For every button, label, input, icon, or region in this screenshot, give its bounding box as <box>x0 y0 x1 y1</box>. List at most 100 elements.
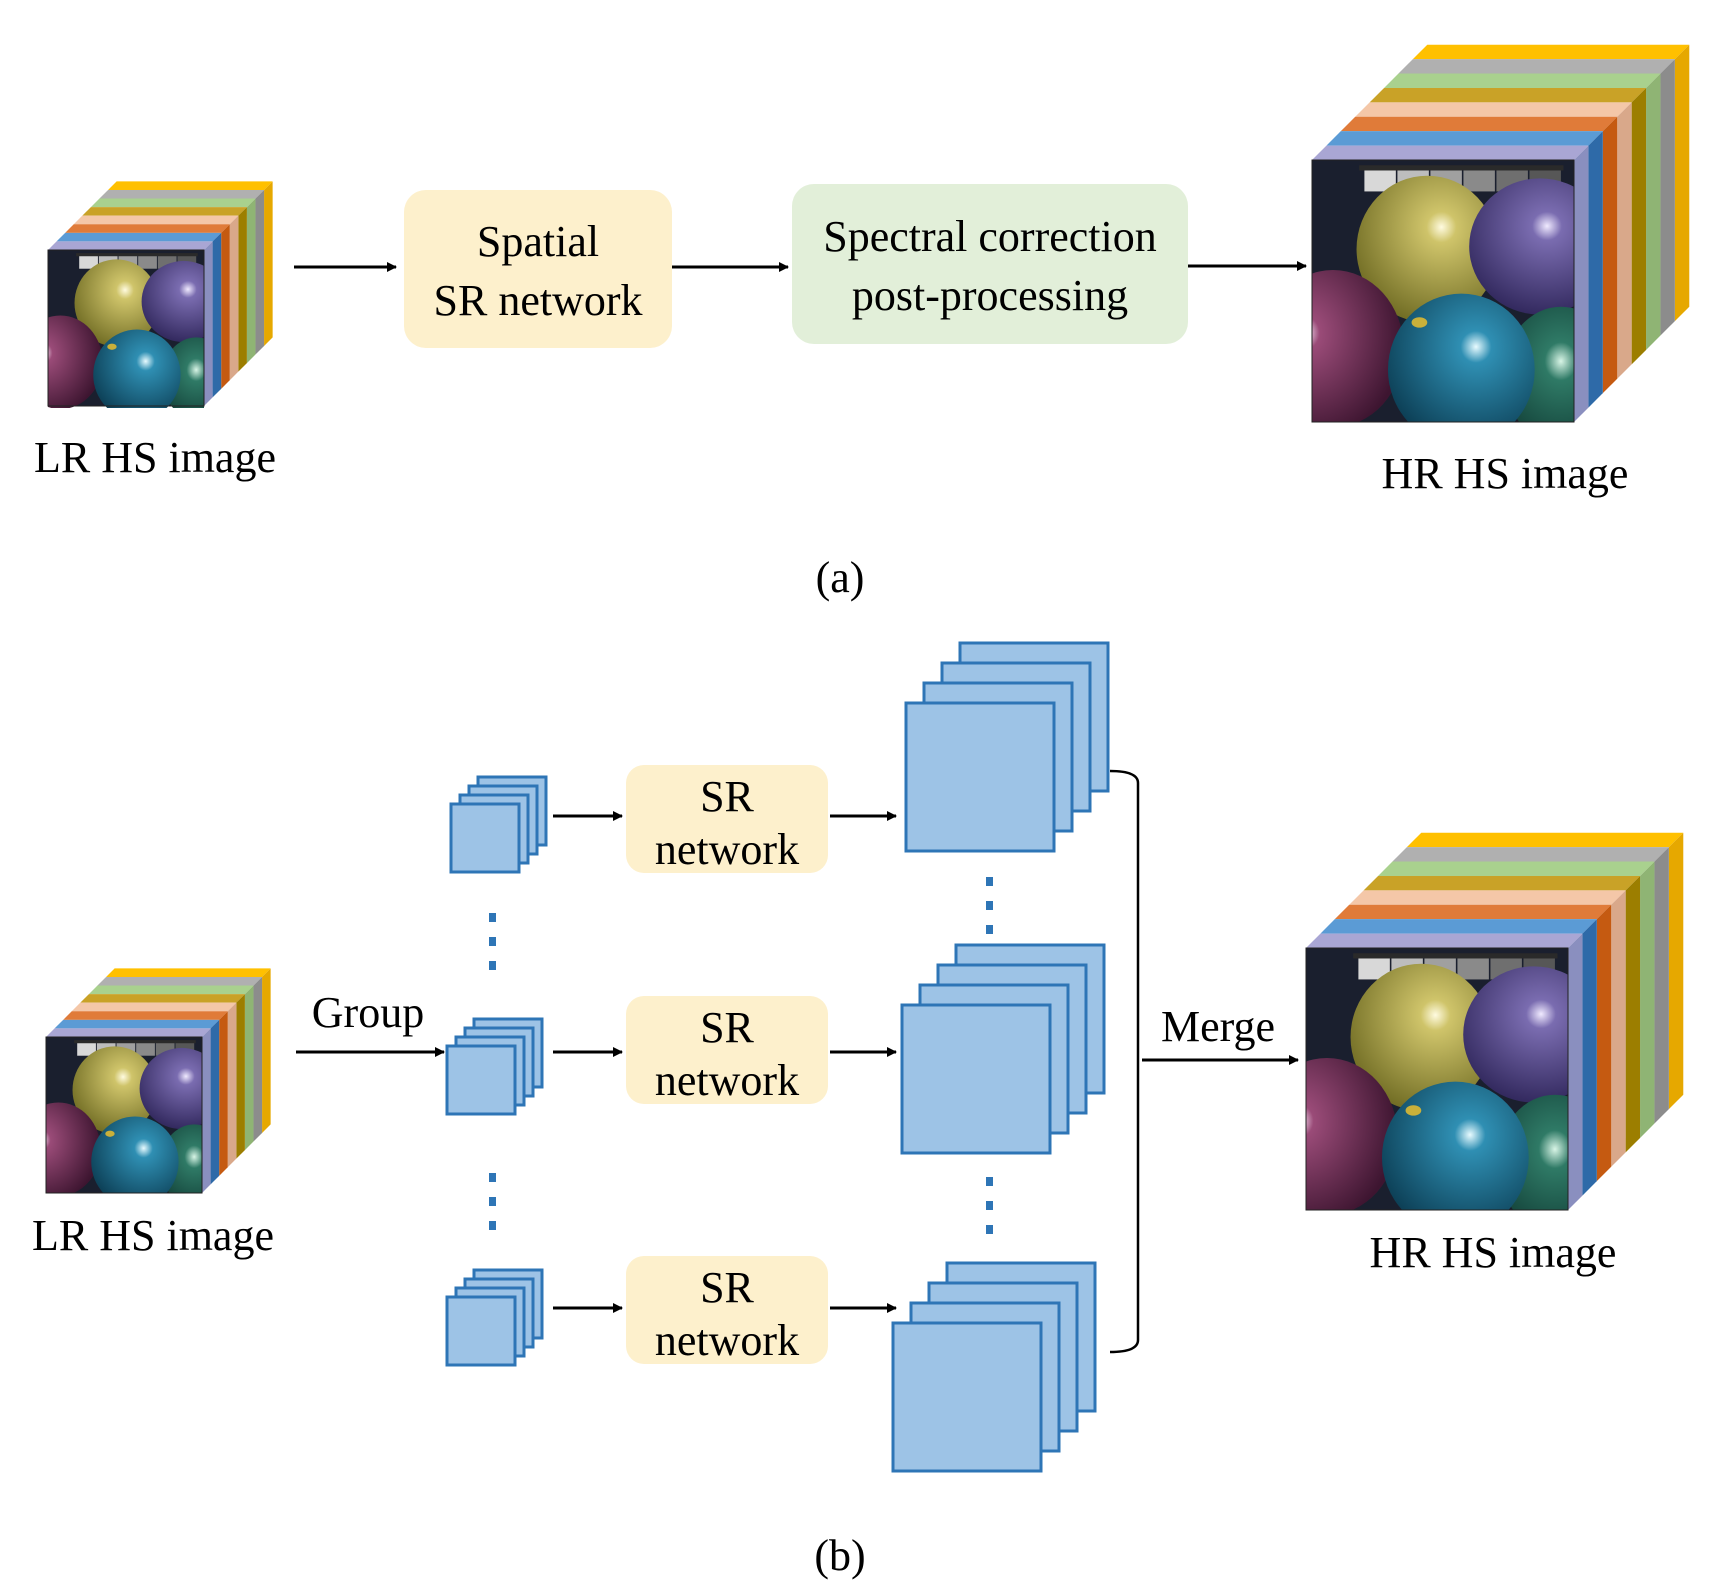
cube-side-band <box>227 1002 237 1168</box>
cube-top-band <box>1406 832 1684 848</box>
cube-side-band <box>1588 131 1603 408</box>
band-group-stack <box>445 1017 544 1116</box>
cube-top-band <box>1326 131 1603 146</box>
hr-hs-image-cube-a <box>1311 44 1690 423</box>
cube-top-band <box>71 1002 237 1012</box>
cube-top-band <box>1355 102 1632 117</box>
cube-side-band <box>262 968 271 1133</box>
cube-top-band <box>48 241 213 250</box>
feature-stacks <box>891 641 1110 1473</box>
cube-side-band <box>246 198 256 364</box>
cube-side-band <box>1596 904 1612 1182</box>
sr-network-line1: SR <box>700 1003 754 1052</box>
cube-side-band <box>1625 875 1641 1153</box>
balloons-image <box>1312 160 1574 422</box>
hr-hs-image-cube-b <box>1305 832 1684 1211</box>
cube-top-band <box>1412 44 1690 60</box>
spectral-correction-box <box>792 184 1188 344</box>
balloons-image <box>48 250 204 408</box>
balloons-image <box>1306 948 1568 1210</box>
cube-side-band <box>1611 890 1626 1167</box>
cube-top-band <box>1398 59 1675 74</box>
feature-stack <box>904 641 1110 853</box>
cube-side-band <box>236 994 245 1159</box>
cube-top-band <box>88 985 254 995</box>
sr-network-box <box>626 1256 828 1364</box>
cube-top-band <box>63 1011 228 1020</box>
sr-network-line2: network <box>655 825 799 874</box>
cube-top-band <box>82 207 247 216</box>
cube-top-band <box>1369 87 1647 103</box>
cube-side-band <box>255 189 265 355</box>
cube-side-band <box>244 985 254 1151</box>
cube-side-band <box>219 1011 228 1176</box>
cube-side-band <box>1674 44 1690 322</box>
cube-side-band <box>1574 145 1589 422</box>
cube-side-band <box>1617 102 1632 379</box>
spatial-sr-network-box <box>404 190 672 348</box>
cube-side-band <box>1568 933 1583 1210</box>
sr-network-box <box>626 765 828 873</box>
cube-side-band <box>1631 87 1647 365</box>
cube-side-band <box>1582 919 1597 1196</box>
cube-top-band <box>80 994 245 1003</box>
cube-side-band <box>1602 116 1618 394</box>
cube-top-band <box>1378 861 1655 876</box>
cube-side-band <box>204 241 213 406</box>
cube-top-band <box>54 1019 220 1029</box>
spatial-sr-network-line1: Spatial <box>477 217 599 266</box>
spatial-sr-network-line2: SR network <box>434 276 643 325</box>
cube-side-band <box>264 181 273 346</box>
cube-side-band <box>202 1028 211 1193</box>
cube-side-band <box>221 224 230 389</box>
cube-top-band <box>1334 904 1612 920</box>
cube-side-band <box>1646 73 1661 350</box>
cube-top-band <box>97 976 263 986</box>
cube-side-band <box>238 207 247 372</box>
cube-side-band <box>1654 847 1669 1124</box>
vertical-ellipsis-right-top <box>986 877 993 934</box>
lr-hs-image-label-b: LR HS image <box>32 1211 274 1260</box>
cube-top-band <box>1384 73 1661 88</box>
merge-bracket <box>1109 769 1140 1354</box>
caption-b: (b) <box>814 1531 865 1580</box>
merge-label: Merge <box>1161 1002 1275 1051</box>
sr-network-line1: SR <box>700 1263 754 1312</box>
sr-network-line1: SR <box>700 772 754 821</box>
cube-side-band <box>1640 861 1655 1138</box>
sr-network-line2: network <box>655 1056 799 1105</box>
cube-side-band <box>1660 59 1675 336</box>
vertical-ellipsis-left-bottom <box>489 1173 496 1230</box>
cube-top-band <box>90 198 256 208</box>
sr-network-line2: network <box>655 1316 799 1365</box>
cube-top-band <box>1340 116 1618 132</box>
cube-side-band <box>1668 832 1684 1110</box>
cube-top-band <box>108 181 273 190</box>
group-label: Group <box>312 988 424 1037</box>
vertical-ellipsis-right-bottom <box>986 1177 993 1234</box>
band-group-stacks <box>445 775 548 1367</box>
cube-top-band <box>1312 145 1589 160</box>
feature-stack <box>891 1261 1097 1473</box>
vertical-ellipsis-left-top <box>489 913 496 970</box>
cube-top-band <box>46 1028 211 1037</box>
cube-side-band <box>229 215 239 381</box>
cube-top-band <box>99 189 265 199</box>
cube-side-band <box>210 1019 220 1185</box>
cube-top-band <box>1392 847 1669 862</box>
cube-top-band <box>65 224 230 233</box>
cube-top-band <box>1349 890 1626 905</box>
cube-side-band <box>212 232 222 398</box>
spectral-correction-line2: post-processing <box>852 271 1128 320</box>
cube-top-band <box>1320 919 1597 934</box>
cube-side-band <box>253 976 263 1142</box>
cube-top-band <box>73 215 239 225</box>
spectral-correction-line1: Spectral correction <box>823 212 1157 261</box>
caption-a: (a) <box>816 553 865 602</box>
lr-hs-image-label-a: LR HS image <box>34 433 276 482</box>
cube-top-band <box>106 968 271 977</box>
balloons-image <box>46 1037 202 1193</box>
